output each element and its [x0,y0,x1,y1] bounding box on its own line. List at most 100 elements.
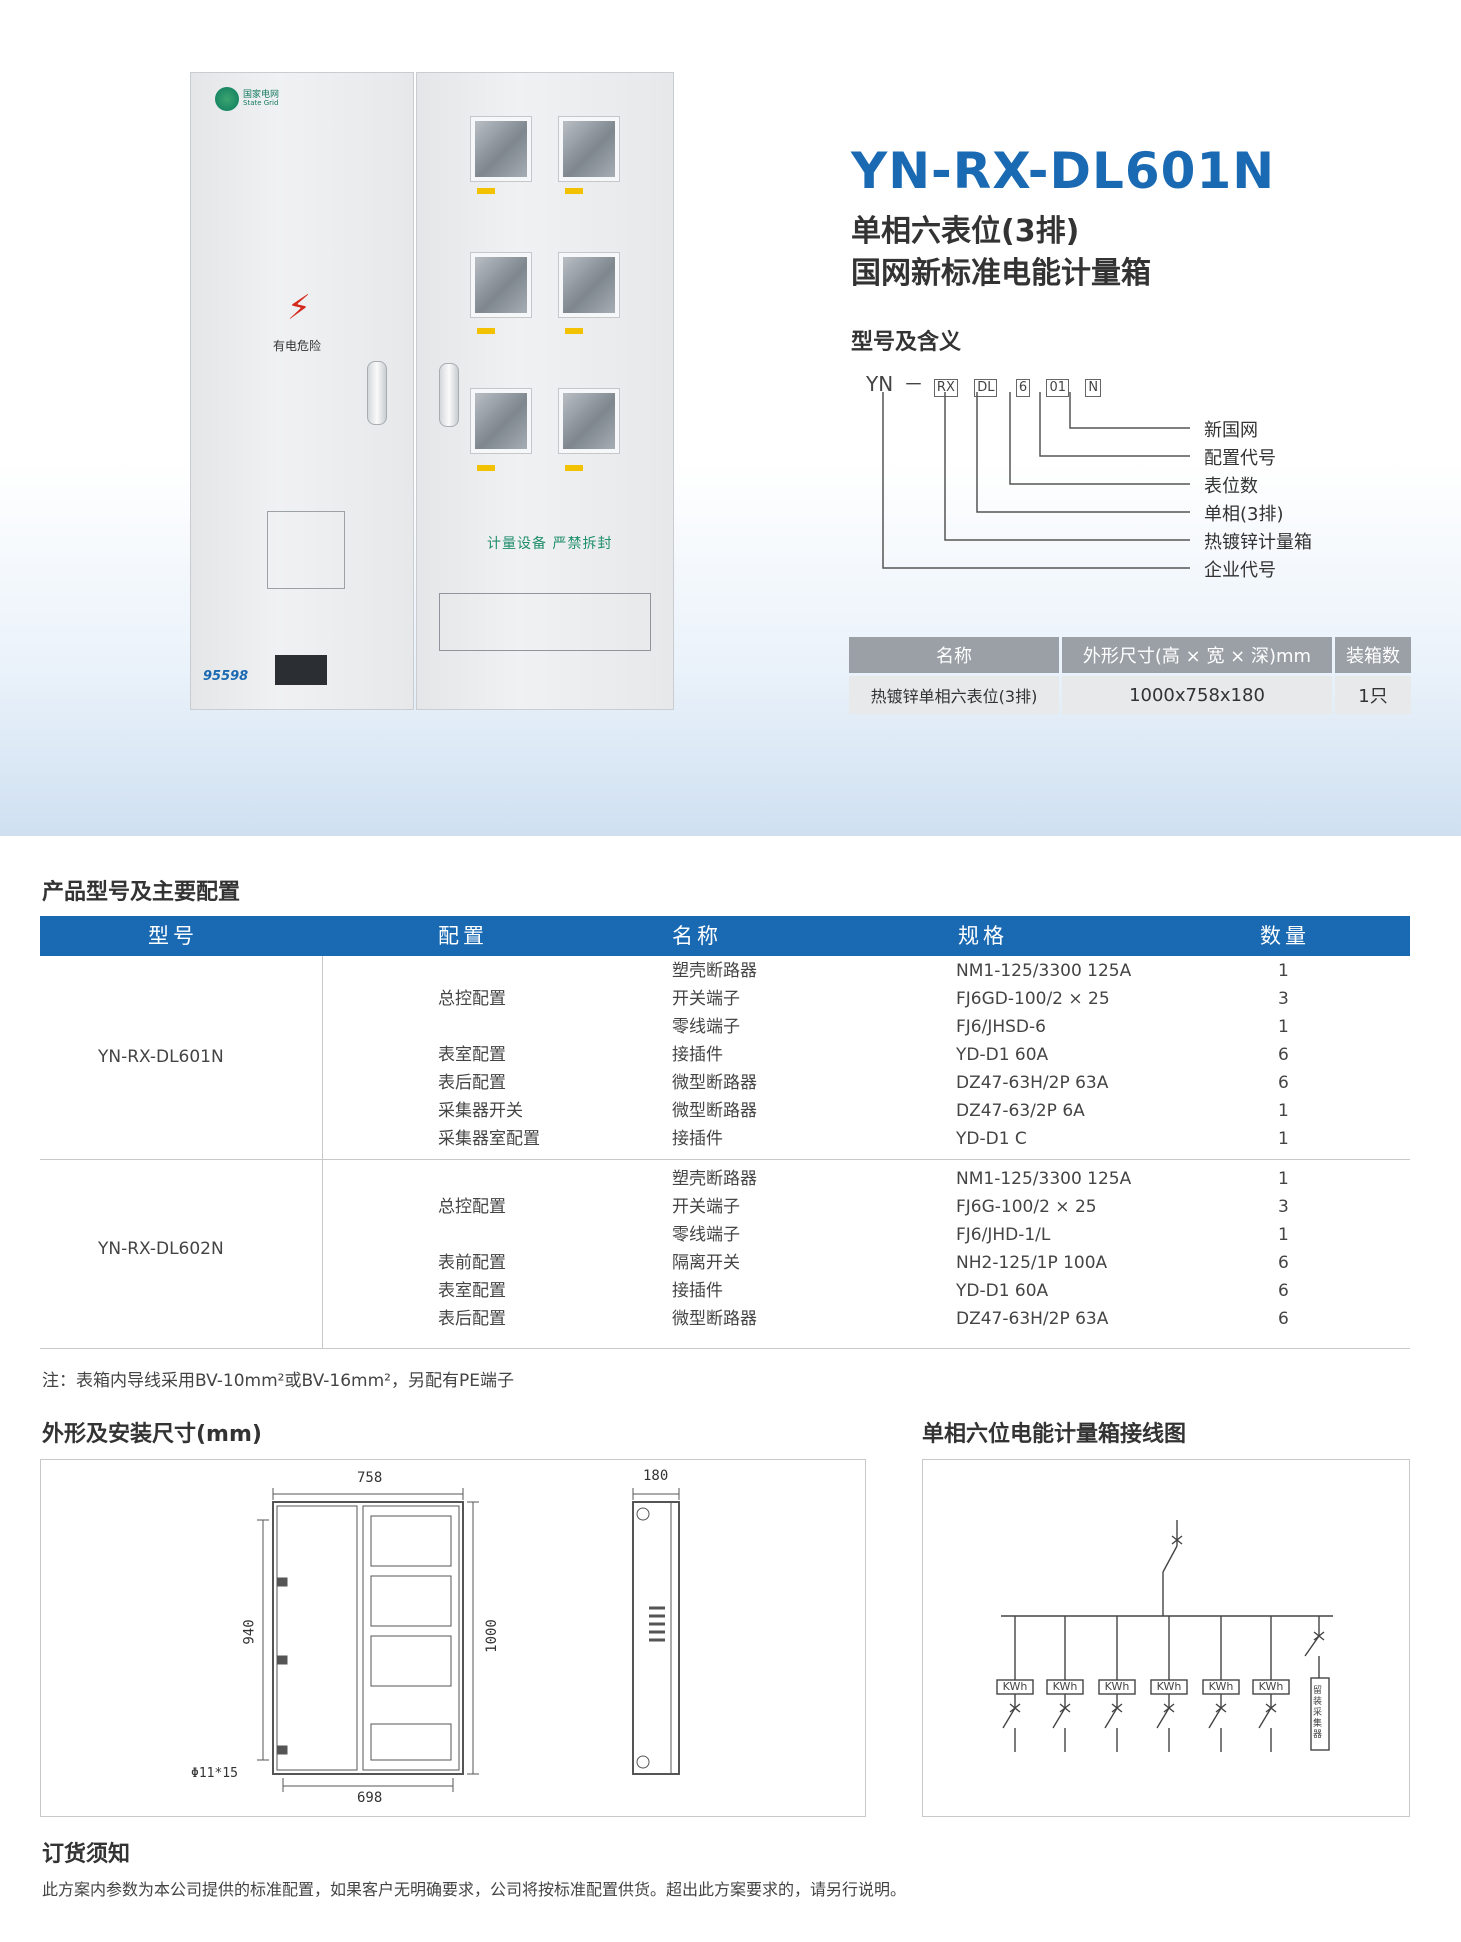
spec-row-name: 接插件 [672,1045,723,1065]
spec-row-qty: 1 [1278,1017,1289,1037]
door-handle-right [439,363,459,427]
meter-tag [477,328,495,334]
meter-branch-line [1258,1707,1272,1729]
spec-row-qty: 6 [1278,1281,1289,1301]
spec-table-header: 型号 配置 名称 规格 数量 [40,916,1410,956]
spec-divider [322,956,323,1349]
spec-row-config: 表后配置 [438,1073,506,1093]
spec-row-name: 接插件 [672,1281,723,1301]
meter-window [559,389,619,453]
hotline-logo: 95598 [203,669,249,684]
spec-row-spec: NM1-125/3300 125A [956,961,1132,981]
ordering-heading: 订货须知 [42,1842,131,1867]
collector-window [439,593,651,651]
spec-row-spec: DZ47-63H/2P 63A [956,1309,1109,1329]
spec-row-name: 塑壳断路器 [672,961,757,981]
meter-window [471,389,531,453]
meter-branch-line [1104,1707,1118,1729]
kwh-meter-label: KWh [1258,1680,1284,1693]
spec-row-spec: FJ6/JHSD-6 [956,1017,1046,1037]
meter-window [559,253,619,317]
spec-row-config: 表室配置 [438,1281,506,1301]
hole-label: Φ11*15 [191,1766,238,1781]
spec-row-spec: FJ6G-100/2 × 25 [956,1197,1097,1217]
height-right-label: 1000 [483,1619,500,1653]
spec-row-config: 采集器室配置 [438,1129,540,1149]
meter-branch-line [1156,1707,1170,1729]
spec-row-name: 开关端子 [672,989,740,1009]
meaning-label: 新国网 [1204,420,1258,441]
wiring-heading: 单相六位电能计量箱接线图 [922,1422,1187,1447]
spec-row-spec: DZ47-63H/2P 63A [956,1073,1109,1093]
spec-model: YN-RX-DL602N [98,1239,224,1259]
height-left-label: 940 [241,1619,258,1645]
spec-row-qty: 3 [1278,989,1289,1009]
logo-text: 国家电网 [243,90,280,100]
dimensions-heading: 外形及安装尺寸(mm) [42,1422,262,1447]
spec-row-name: 零线端子 [672,1017,740,1037]
state-grid-logo [215,87,239,111]
spec-row-name: 隔离开关 [672,1253,740,1273]
product-subtitle: 单相六表位(3排) [851,214,1080,249]
model-prefix: YN [866,372,894,396]
wiring-diagram-svg [996,1520,1333,1752]
dim-header-name: 名称 [849,637,1059,673]
meter-tag [565,465,583,471]
code-n: N [1085,379,1102,397]
spec-row-config: 总控配置 [438,1197,506,1217]
dimension-drawing-svg [257,1488,680,1792]
kwh-meter-label: KWh [1052,1680,1078,1693]
dim-cell-name: 热镀锌单相六表位(3排) [849,676,1059,714]
spec-header-model: 型号 [148,924,198,948]
meaning-label: 企业代号 [1204,560,1276,581]
spec-row-name: 塑壳断路器 [672,1169,757,1189]
dim-header-size: 外形尺寸(高 × 宽 × 深)mm [1062,637,1332,673]
product-model-title: YN-RX-DL601N [851,142,1276,200]
collector-label: 留装采集器 [1313,1686,1323,1740]
product-subtitle: 国网新标准电能计量箱 [851,256,1151,291]
spec-group-divider [40,1159,1410,1160]
spec-row-spec: YD-D1 60A [956,1281,1049,1301]
spec-row-config: 表室配置 [438,1045,506,1065]
spec-row-config: 总控配置 [438,989,506,1009]
wiring-branches [996,1616,1290,1752]
danger-text: 有电危险 [273,339,322,353]
meter-branch-line [1208,1707,1222,1729]
meaning-label: 单相(3排) [1204,504,1284,525]
meter-tag [565,328,583,334]
spec-table-bottom [40,1348,1410,1349]
product-photo: 国家电网 State Grid ⚡ 有电危险 95598 计量设备 严禁拆封 [190,72,674,710]
spec-row-name: 微型断路器 [672,1309,757,1329]
spec-row-name: 开关端子 [672,1197,740,1217]
spec-row-qty: 1 [1278,1129,1289,1149]
meter-tag [477,465,495,471]
dim-header-qty: 装箱数 [1335,637,1411,673]
spec-header-config: 配置 [438,924,488,948]
meter-window [471,117,531,181]
spec-row-spec: DZ47-63/2P 6A [956,1101,1085,1121]
spec-row-qty: 1 [1278,1225,1289,1245]
meter-tag [565,188,583,194]
dim-cell-qty: 1只 [1335,676,1411,714]
width-top-label: 758 [357,1470,383,1486]
spec-row-spec: NH2-125/1P 100A [956,1253,1108,1273]
spec-row-qty: 6 [1278,1073,1289,1093]
dim-cell-size: 1000x758x180 [1062,676,1332,714]
meter-branch-line [1052,1707,1066,1729]
spec-row-name: 微型断路器 [672,1101,757,1121]
spec-model: YN-RX-DL601N [98,1047,224,1067]
spec-row-spec: YD-D1 C [956,1129,1027,1149]
model-meaning-heading: 型号及含义 [851,330,962,355]
spec-row-name: 接插件 [672,1129,723,1149]
spec-header-spec: 规格 [958,924,1008,948]
seal-text: 计量设备 严禁拆封 [487,536,613,552]
meter-tag [477,188,495,194]
spec-row-spec: FJ6/JHD-1/L [956,1225,1051,1245]
meaning-label: 配置代号 [1204,448,1276,469]
spec-row-config: 表前配置 [438,1253,506,1273]
wire-note: 注：表箱内导线采用BV-10mm²或BV-16mm²，另配有PE端子 [42,1371,514,1391]
spec-header-name: 名称 [672,924,722,948]
spec-row-name: 微型断路器 [672,1073,757,1093]
spec-row-spec: NM1-125/3300 125A [956,1169,1132,1189]
